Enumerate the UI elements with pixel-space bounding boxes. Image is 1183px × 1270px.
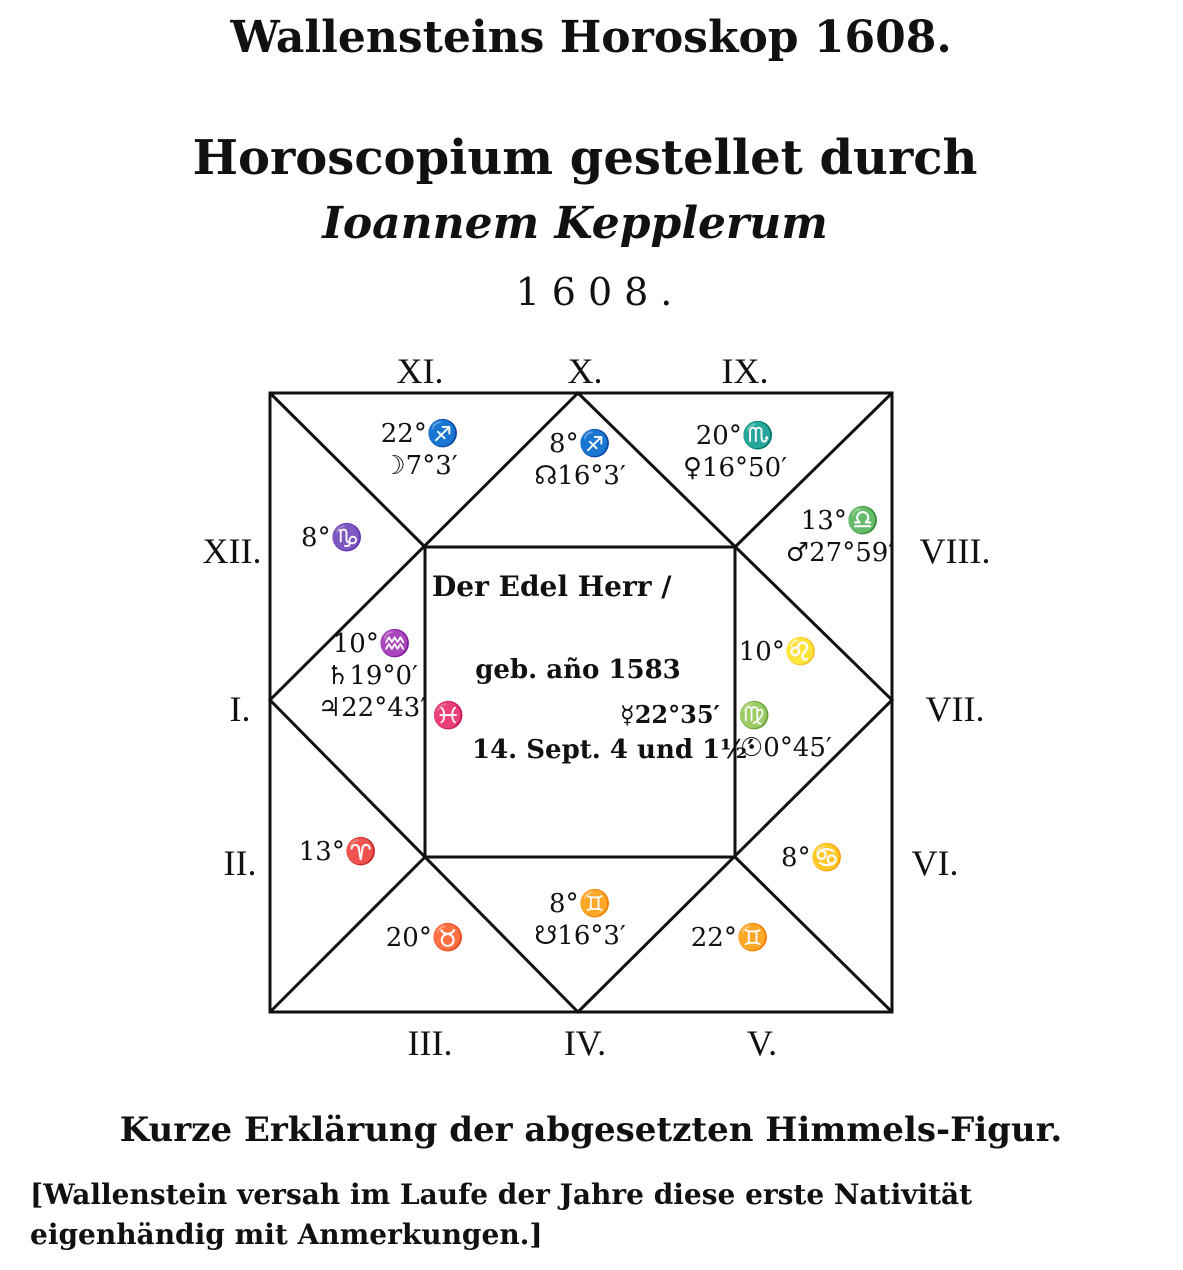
cusp: 20°♏	[695, 421, 775, 451]
planet: ♂27°59′	[785, 538, 895, 568]
cusp: 8°♑	[301, 523, 363, 553]
cusp: 22°♐	[380, 419, 460, 449]
cell-house-iv: 8°♊☋16°3′	[534, 888, 626, 952]
cell-house-iii: 20°♉	[386, 922, 464, 954]
diagonal	[268, 391, 427, 549]
house-label-xi: XI.	[396, 351, 444, 391]
subtitle-line2: Ioannem Kepplerum	[322, 198, 828, 249]
cusp: 22°♊	[690, 923, 770, 953]
planet: ♀16°50′	[682, 453, 788, 483]
house-label-v: V.	[746, 1023, 778, 1063]
cell-house-ii: 13°♈	[299, 836, 377, 868]
cell-house-i: 10°♒♄19°0′♃22°43′	[318, 628, 426, 724]
cusp: 20°♉	[385, 923, 465, 953]
house-label-ii: II.	[223, 843, 257, 883]
planet: ☽7°3′	[382, 451, 458, 481]
house-label-viii: VIII.	[919, 531, 991, 571]
house-label-vii: VII.	[925, 689, 985, 729]
diamond	[267, 390, 895, 1015]
planet: ☋16°3′	[534, 921, 626, 951]
inner-square	[423, 545, 737, 859]
cell-house-viii: 13°♎♂27°59′	[786, 505, 894, 569]
sign-virgo: ♍	[738, 701, 771, 731]
cusp: 13°♈	[298, 837, 378, 867]
planet: ♃22°43′	[317, 693, 427, 723]
cell-house-ix: 20°♏♀16°50′	[683, 420, 787, 484]
house-label-i: I.	[229, 689, 251, 729]
cell-house-xi: 22°♐☽7°3′	[381, 418, 459, 482]
year: 1608.	[515, 270, 685, 314]
center-line2: geb. año 1583	[475, 655, 681, 685]
cell-house-x: 8°♐☊16°3′	[534, 428, 626, 492]
cusp: 8°♊	[549, 889, 611, 919]
house-label-xii: XII.	[202, 531, 262, 571]
cell-house-xii: 8°♑	[301, 522, 363, 554]
diagonal	[733, 391, 894, 549]
house-label-x: X.	[567, 351, 603, 391]
cusp: 10°♒	[332, 629, 412, 659]
outer-square	[268, 391, 894, 1014]
cell-house-vi: 8°♋	[781, 842, 843, 874]
cusp: 8°♋	[781, 843, 843, 873]
subtitle-line1: Horoscopium gestellet durch	[192, 130, 978, 186]
house-label-iii: III.	[407, 1023, 453, 1063]
center-line3: 14. Sept. 4 und 1½′	[472, 735, 755, 765]
caption: Kurze Erklärung der abgesetzten Himmels-…	[119, 1110, 1063, 1150]
diagonal	[733, 855, 894, 1014]
sun-position: ☉0°45′	[740, 733, 832, 763]
planet: ☊16°3′	[534, 461, 626, 491]
sign-pisces: ♓	[432, 701, 465, 731]
page-title: Wallensteins Horoskop 1608.	[230, 12, 952, 63]
note: [Wallenstein versah im Laufe der Jahre d…	[30, 1178, 973, 1251]
cusp: 10°♌	[738, 637, 818, 667]
cell-house-vii: 10°♌	[739, 636, 817, 668]
house-label-ix: IX.	[721, 351, 769, 391]
diagonal	[268, 855, 427, 1014]
house-label-iv: IV.	[563, 1023, 607, 1063]
cell-house-v: 22°♊	[691, 922, 769, 954]
center-line1: Der Edel Herr /	[432, 570, 672, 603]
cusp: 8°♐	[549, 429, 611, 459]
house-label-vi: VI.	[911, 843, 959, 883]
planet: ♄19°0′	[326, 661, 418, 691]
mercury-position: ☿22°35′	[620, 700, 720, 729]
cusp: 13°♎	[800, 506, 880, 536]
